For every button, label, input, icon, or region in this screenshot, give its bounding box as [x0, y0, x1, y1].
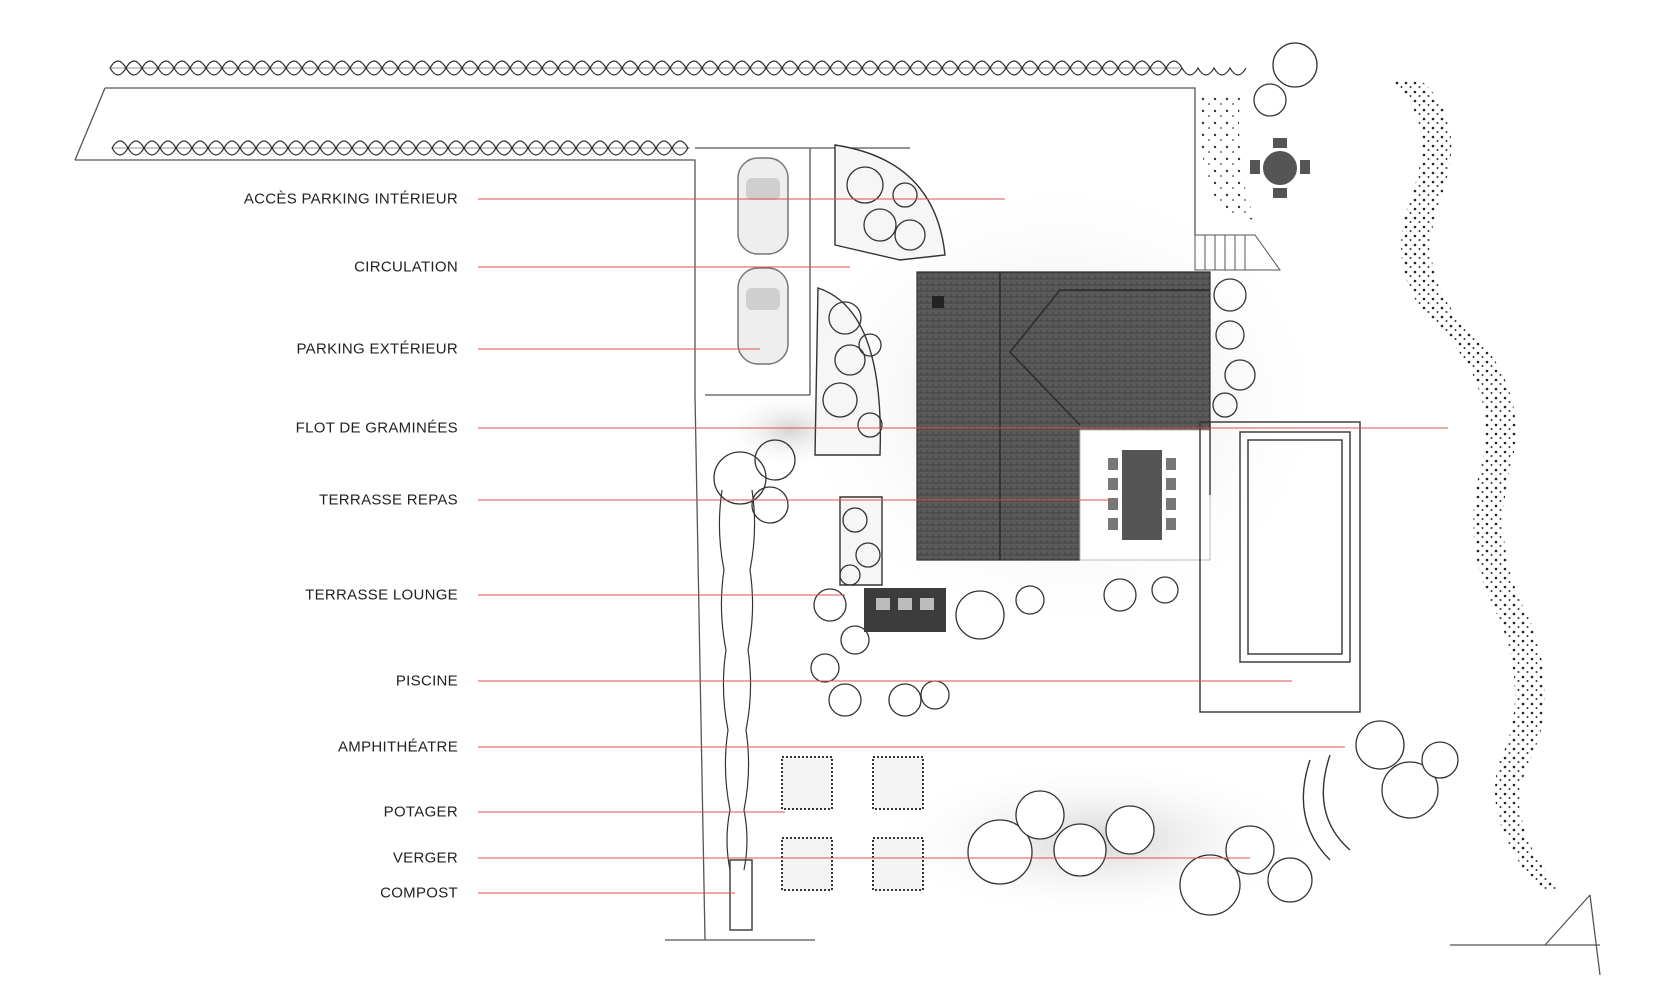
- shrubs: [713, 42, 1318, 717]
- car-2: [737, 267, 789, 365]
- label-orchard: VERGER: [392, 849, 458, 867]
- label-dining-terrace: TERRASSE REPAS: [319, 491, 458, 509]
- deck-stairs: [1194, 234, 1281, 271]
- lounge-terrace: [864, 588, 946, 632]
- leader-lines: [478, 198, 1448, 894]
- label-vegetable-garden: POTAGER: [383, 803, 458, 821]
- label-lounge-terrace: TERRASSE LOUNGE: [305, 586, 458, 604]
- amphitheatre: [1302, 754, 1351, 861]
- hedge-rows: [109, 60, 1247, 156]
- label-amphitheatre: AMPHITHÉATRE: [338, 738, 458, 756]
- planting-beds: [814, 144, 946, 586]
- pool: [1199, 421, 1361, 713]
- car-1: [737, 157, 789, 255]
- dining-terrace: [1079, 429, 1211, 561]
- parked-cars: [737, 157, 789, 365]
- orchard-trees: [967, 720, 1459, 916]
- compost-bin: [729, 859, 753, 931]
- vegetable-beds: [781, 756, 924, 891]
- meadow-band: [1390, 80, 1560, 890]
- property-boundary: [74, 87, 1601, 976]
- label-access-interior-parking: ACCÈS PARKING INTÉRIEUR: [243, 190, 458, 208]
- house-roof: [916, 271, 1211, 561]
- label-grass-flow: FLOT DE GRAMINÉES: [295, 419, 458, 437]
- garden-table: [1250, 138, 1310, 198]
- label-pool: PISCINE: [395, 672, 458, 690]
- meadow-band-upper: [1199, 95, 1255, 220]
- label-exterior-parking: PARKING EXTÉRIEUR: [296, 340, 458, 358]
- label-compost: COMPOST: [380, 884, 458, 902]
- side-hedge: [718, 489, 756, 871]
- label-circulation: CIRCULATION: [354, 258, 458, 276]
